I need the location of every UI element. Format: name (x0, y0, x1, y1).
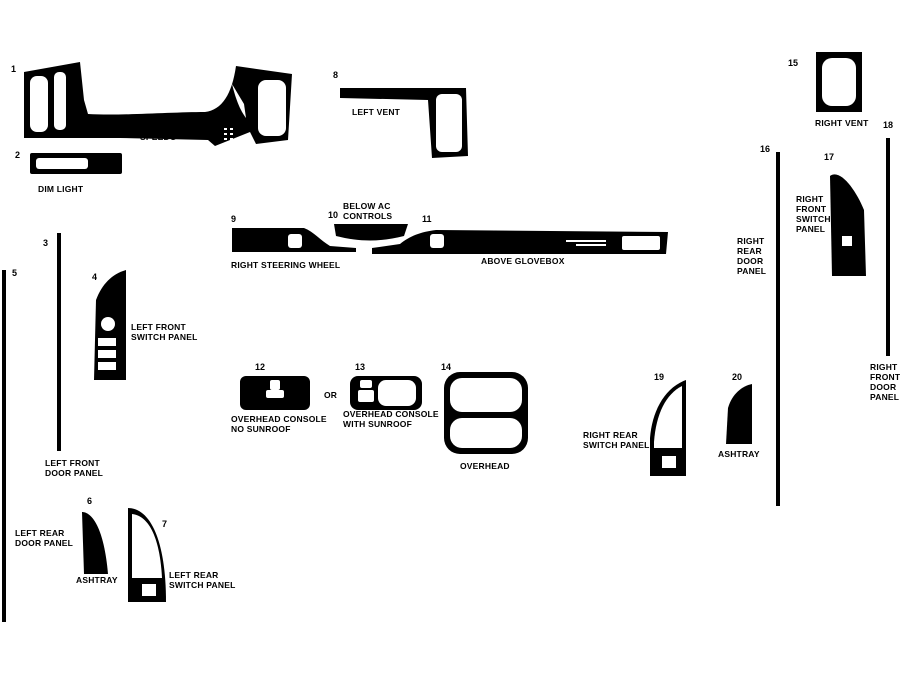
part-15-right-vent (816, 52, 862, 112)
part-number-3: 3 (43, 238, 49, 248)
part-number-20: 20 (732, 372, 743, 382)
part-17-right-front-switch-panel (830, 174, 866, 276)
part-20-ashtray (726, 384, 752, 444)
part-number-11: 11 (422, 214, 432, 224)
label-speedo: SPEEDO (140, 132, 177, 142)
part-number-16: 16 (760, 144, 771, 154)
part-18-right-front-door-panel (886, 138, 890, 356)
part-number-6: 6 (87, 496, 93, 506)
label-left-front-door-panel: LEFT FRONT DOOR PANEL (45, 458, 104, 478)
part-6-ashtray (82, 512, 108, 574)
label-right-rear-door-panel: RIGHT REAR DOOR PANEL (737, 236, 767, 276)
part-9-right-steering-wheel (232, 228, 356, 252)
part-number-12: 12 (255, 362, 266, 372)
part-number-18: 18 (883, 120, 894, 130)
part-number-14: 14 (441, 362, 452, 372)
part-2-dim-light (30, 153, 122, 174)
label-ashtray-20: ASHTRAY (718, 449, 760, 459)
part-number-5: 5 (12, 268, 18, 278)
label-or: OR (324, 390, 338, 400)
part-number-7: 7 (162, 519, 168, 529)
part-number-1: 1 (11, 64, 17, 74)
part-number-10: 10 (328, 210, 339, 220)
part-1-speedo (24, 62, 292, 146)
part-number-4: 4 (92, 272, 98, 282)
part-19-right-rear-switch-panel (650, 380, 686, 476)
part-4-left-front-switch-panel (94, 270, 126, 380)
part-number-19: 19 (654, 372, 665, 382)
part-number-13: 13 (355, 362, 366, 372)
part-12-overhead-console-no-sunroof (240, 376, 310, 410)
part-14-overhead (444, 372, 528, 454)
part-3-left-front-door-panel (57, 233, 61, 451)
label-right-vent: RIGHT VENT (815, 118, 869, 128)
part-number-9: 9 (231, 214, 237, 224)
part-7-left-rear-switch-panel (128, 508, 166, 602)
label-overhead-console-no-sunroof: OVERHEAD CONSOLE NO SUNROOF (231, 414, 327, 434)
label-overhead-console-with-sunroof: OVERHEAD CONSOLE WITH SUNROOF (343, 409, 439, 429)
part-10-below-ac-controls (334, 224, 408, 241)
label-ashtray-6: ASHTRAY (76, 575, 118, 585)
label-below-ac-controls: BELOW AC CONTROLS (343, 201, 393, 221)
label-right-front-switch-panel: RIGHT FRONT SWITCH PANEL (796, 194, 831, 234)
label-right-front-door-panel: RIGHT FRONT DOOR PANEL (870, 362, 900, 402)
label-left-vent: LEFT VENT (352, 107, 401, 117)
part-number-8: 8 (333, 70, 339, 80)
label-left-rear-switch-panel: LEFT REAR SWITCH PANEL (169, 570, 236, 590)
label-left-rear-door-panel: LEFT REAR DOOR PANEL (15, 528, 74, 548)
label-right-rear-switch-panel: RIGHT REAR SWITCH PANEL (583, 430, 650, 450)
label-right-steering-wheel: RIGHT STEERING WHEEL (231, 260, 341, 270)
part-11-above-glovebox (372, 230, 668, 254)
part-13-overhead-console-with-sunroof (350, 376, 422, 410)
part-8-left-vent (340, 88, 468, 158)
label-left-front-switch-panel: LEFT FRONT SWITCH PANEL (131, 322, 198, 342)
part-number-15: 15 (788, 58, 799, 68)
label-overhead: OVERHEAD (460, 461, 510, 471)
part-5-strip (2, 270, 6, 622)
label-above-glovebox: ABOVE GLOVEBOX (481, 256, 565, 266)
part-number-2: 2 (15, 150, 21, 160)
part-16-right-rear-door-panel (776, 152, 780, 506)
part-number-17: 17 (824, 152, 835, 162)
label-dim-light: DIM LIGHT (38, 184, 84, 194)
